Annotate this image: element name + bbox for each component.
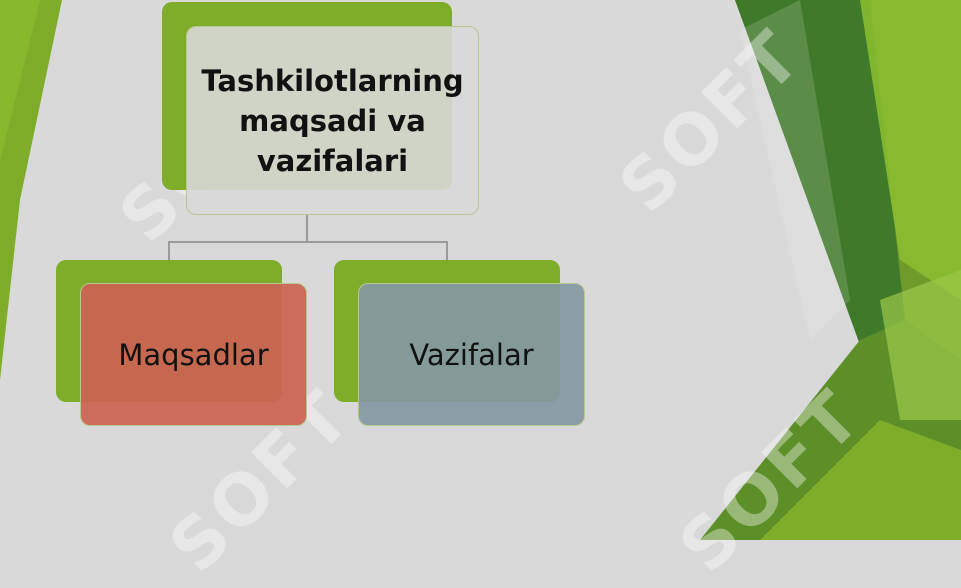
child-node-maqsadlar: Maqsadlar bbox=[80, 283, 307, 426]
connector-horizontal bbox=[168, 241, 447, 243]
root-node-label: Tashkilotlarning maqsadi va vazifalari bbox=[201, 63, 464, 178]
child-node-label: Vazifalar bbox=[409, 337, 534, 372]
root-node: Tashkilotlarning maqsadi va vazifalari bbox=[186, 26, 479, 215]
child-node-vazifalar: Vazifalar bbox=[358, 283, 585, 426]
child-node-label: Maqsadlar bbox=[118, 337, 269, 372]
connector-vertical-left bbox=[168, 241, 170, 260]
connector-vertical-root bbox=[306, 215, 308, 242]
background-decoration bbox=[0, 0, 961, 540]
connector-vertical-right bbox=[446, 241, 448, 260]
